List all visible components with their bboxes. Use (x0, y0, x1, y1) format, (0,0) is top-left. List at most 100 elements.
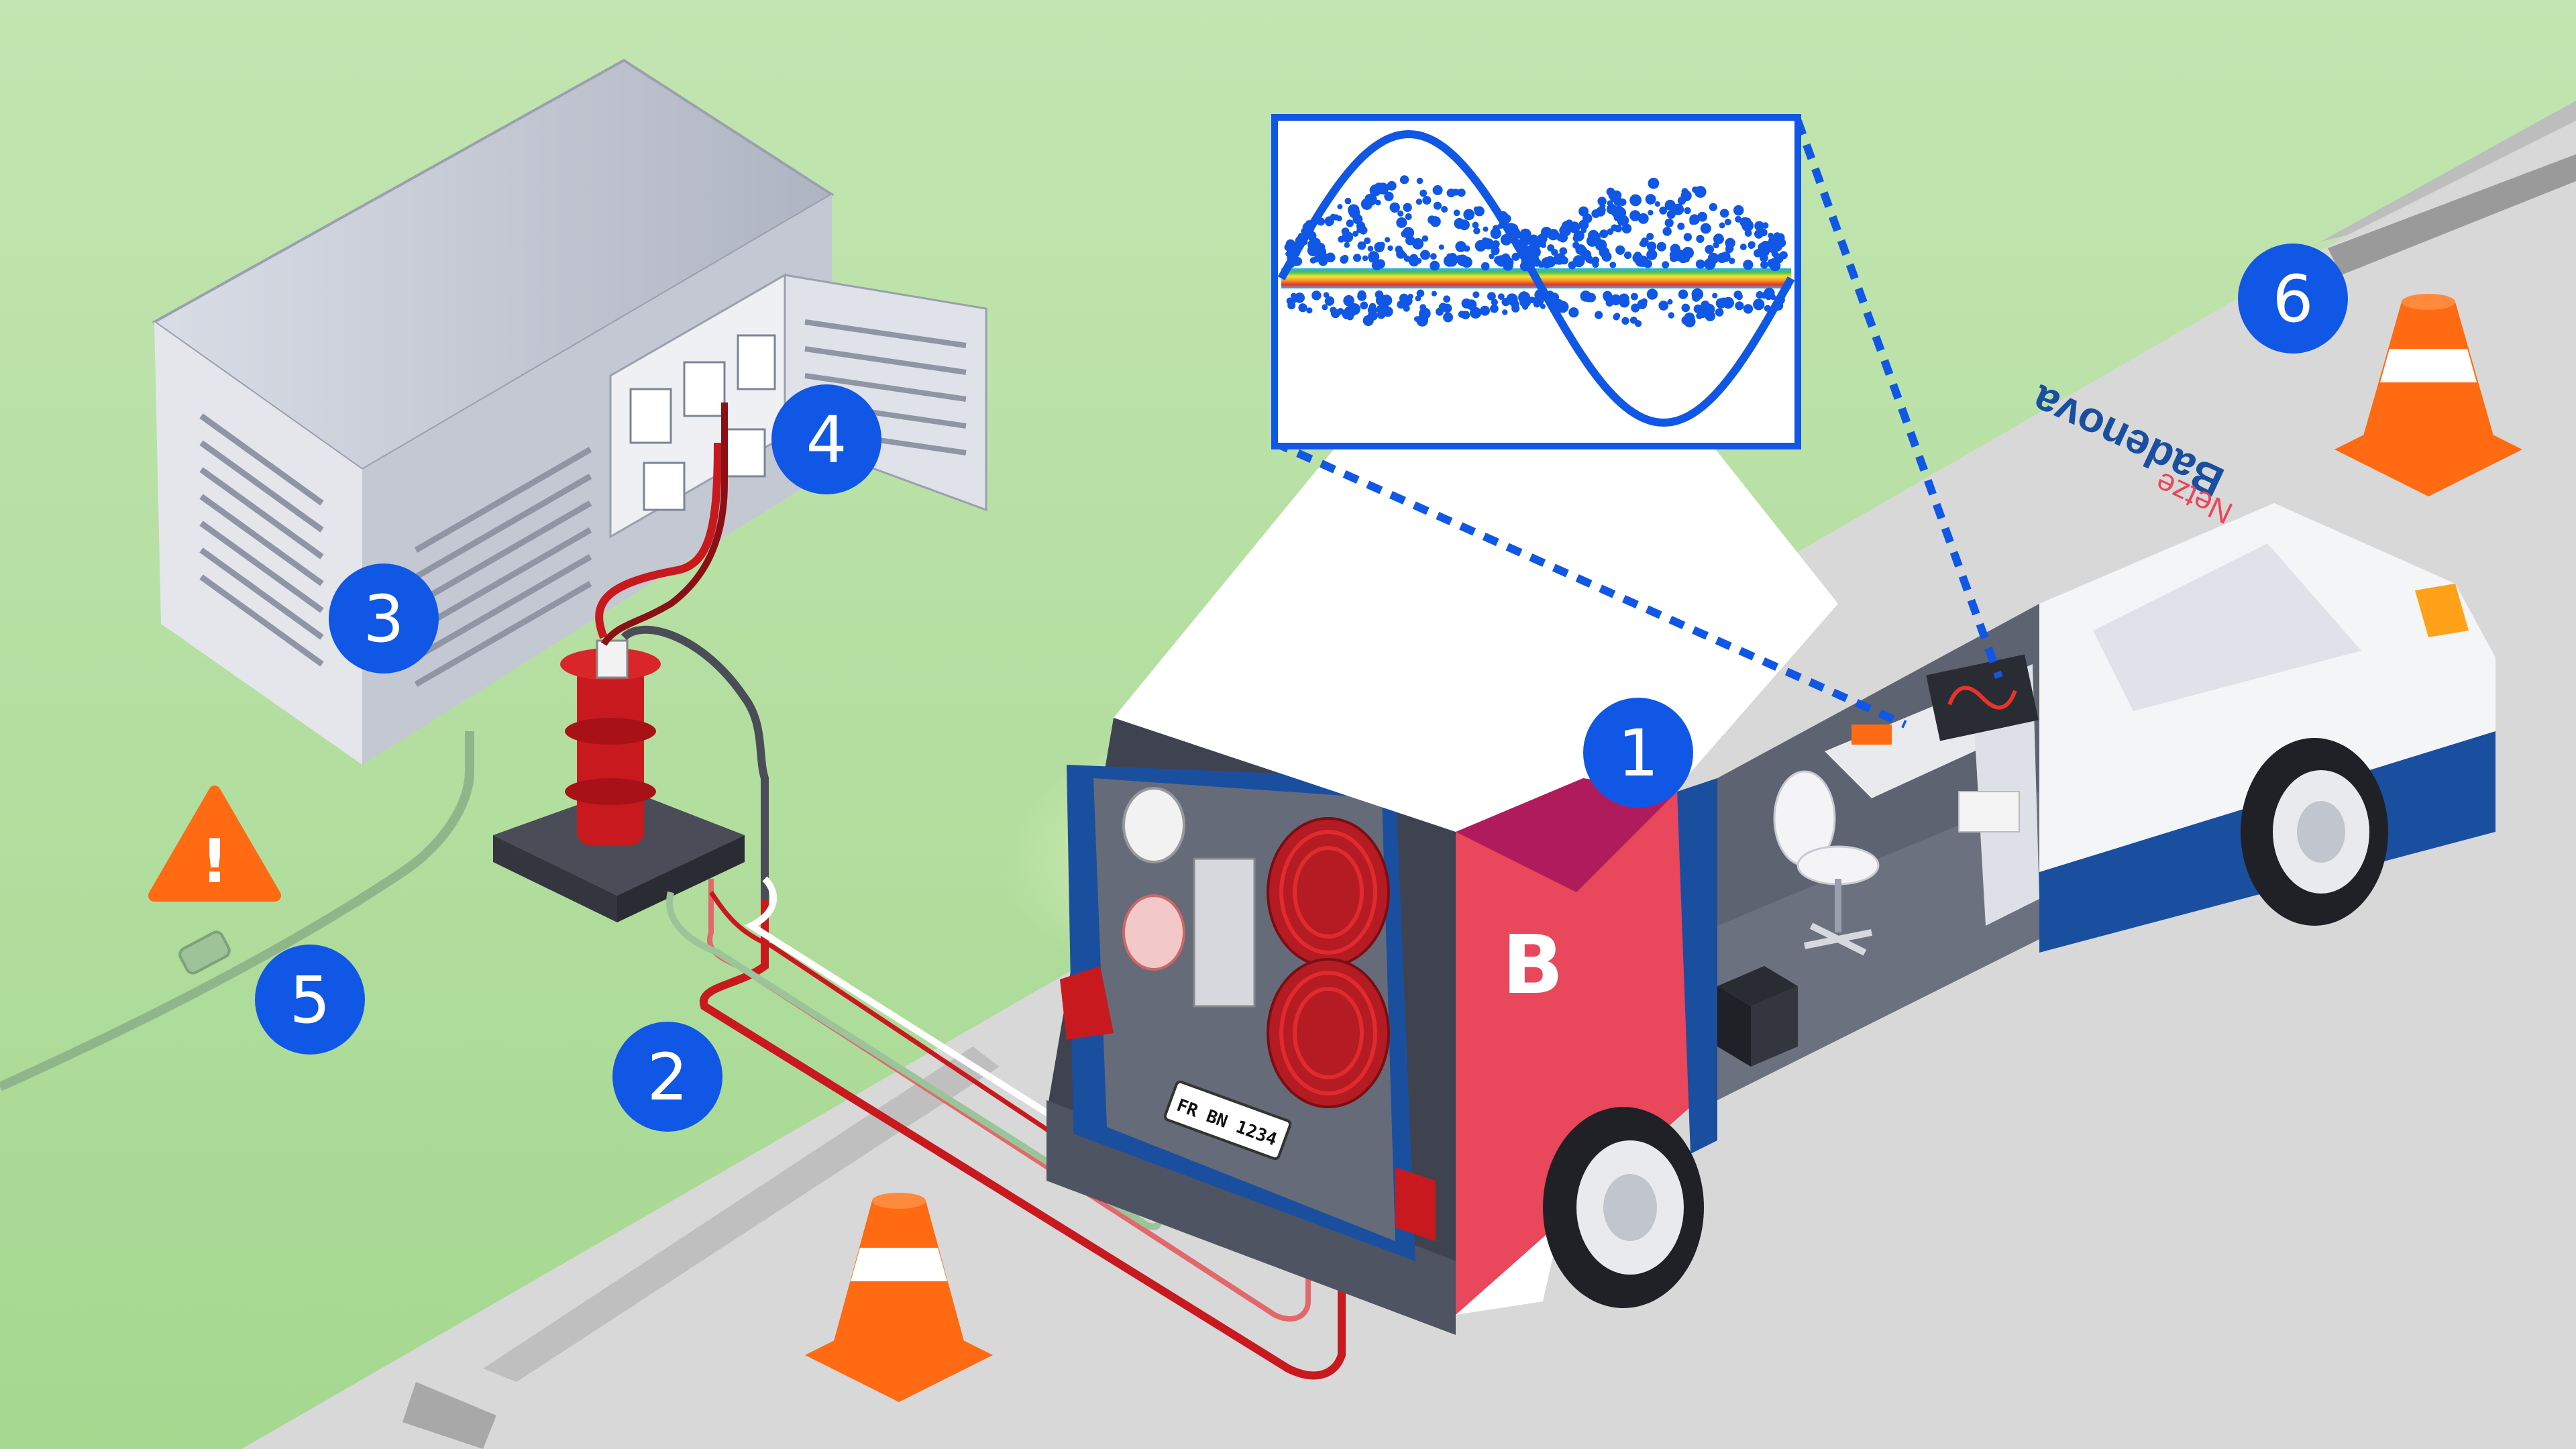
pd-dot (1683, 233, 1693, 241)
pd-dot (1291, 297, 1298, 303)
pd-dot (1667, 299, 1673, 305)
underground-cable (0, 731, 474, 1091)
pd-dot (1744, 229, 1752, 237)
pd-dot (1420, 250, 1430, 260)
tail-light-right (1395, 1167, 1436, 1241)
interior-desk (1825, 654, 2039, 926)
pd-dot (1396, 250, 1405, 259)
office-chair (1773, 770, 1880, 956)
pd-dot (1680, 190, 1692, 202)
hv-cable-return (600, 402, 728, 646)
pd-dot (1490, 304, 1499, 313)
pd-dot (1638, 213, 1649, 224)
pd-dot (1403, 203, 1412, 212)
pd-dot (1715, 308, 1724, 317)
pd-dot (1533, 300, 1541, 308)
pd-dot (1455, 241, 1466, 252)
pd-dot (1762, 222, 1769, 229)
pd-dot (1735, 292, 1743, 301)
pd-dot (1701, 301, 1710, 309)
pd-dot (1487, 292, 1496, 301)
pd-dot (1497, 293, 1505, 301)
pd-dot (1712, 292, 1718, 299)
pd-dot (1387, 245, 1393, 252)
pd-dot (1472, 221, 1479, 229)
pd-dot (1422, 196, 1432, 205)
pd-dot (1640, 237, 1649, 246)
pd-dot (1430, 260, 1440, 271)
van-window (2093, 543, 2361, 711)
pd-dot (1399, 293, 1409, 303)
pd-dot (1578, 206, 1589, 217)
curb-corner (402, 1382, 496, 1449)
pd-dot (1348, 204, 1360, 216)
pd-dot (1373, 182, 1385, 194)
badge-3: 3 (329, 564, 439, 674)
pd-dot (1609, 262, 1617, 268)
pd-dot (1490, 227, 1501, 239)
pd-dot (1601, 252, 1612, 262)
oscilloscope-icon (1947, 686, 2017, 710)
pd-dot (1568, 221, 1580, 233)
pd-dot (1607, 200, 1613, 207)
van-rear-wheel (1543, 1107, 1704, 1308)
pd-dot (1603, 292, 1613, 302)
badge-6: 6 (2238, 244, 2348, 354)
svg-text:4: 4 (806, 402, 847, 478)
pd-dot (1407, 293, 1413, 300)
pd-dot (1412, 237, 1424, 250)
pd-dot (1741, 219, 1754, 232)
pd-dot (1360, 198, 1373, 210)
sidewalk-edge (2321, 101, 2576, 241)
pd-dot (1491, 246, 1500, 256)
pd-dot (1623, 251, 1632, 260)
hv-cable-to-cabinet (595, 442, 722, 639)
pd-dot (1430, 253, 1437, 260)
pd-dot (1381, 294, 1393, 307)
pd-dot (1540, 242, 1546, 248)
pd-dot (1694, 186, 1707, 198)
pd-dot (1666, 210, 1676, 219)
pd-dot (1323, 292, 1330, 299)
pd-dot (1613, 313, 1620, 321)
pd-dot (1719, 222, 1725, 229)
tail-light-left (1060, 966, 1114, 1040)
road-surface (241, 101, 2576, 1449)
pd-dot (1630, 292, 1638, 301)
pd-dot (1748, 243, 1754, 250)
pd-dot (1419, 189, 1428, 197)
pd-dot (1379, 304, 1389, 314)
pd-dot (1540, 303, 1546, 309)
ground-cable (621, 625, 769, 899)
pd-dot (1713, 241, 1719, 249)
pd-dot (1484, 237, 1491, 244)
pd-dot (1648, 209, 1654, 216)
pd-dot (1421, 235, 1429, 242)
pd-dot (1743, 260, 1754, 270)
pd-dot (1648, 177, 1660, 189)
van-logo: B (1502, 919, 1563, 1012)
van-side-red (1456, 792, 1690, 1315)
svg-text:5: 5 (289, 963, 330, 1038)
pd-dot (1641, 298, 1648, 305)
pd-dot (1598, 206, 1606, 214)
equipment-base-side (493, 835, 617, 922)
pd-dot (1442, 303, 1452, 313)
pd-dot (1344, 242, 1350, 248)
pd-dot (1357, 290, 1366, 299)
pd-dot (1770, 246, 1778, 254)
pd-dot (1621, 223, 1632, 234)
pd-dot (1416, 289, 1425, 298)
pd-dot (1754, 221, 1764, 231)
pd-dot (1724, 218, 1731, 225)
pd-dot (1478, 241, 1487, 250)
pd-dot (1697, 211, 1708, 222)
pd-dot (1513, 301, 1519, 308)
pd-dot (1597, 197, 1607, 206)
pd-dot (1725, 244, 1734, 253)
pd-dot (1457, 189, 1466, 197)
van-front-light (2415, 584, 2469, 637)
pd-dot (1343, 294, 1354, 307)
pd-dot (1377, 241, 1385, 250)
pd-dot (1400, 175, 1409, 184)
